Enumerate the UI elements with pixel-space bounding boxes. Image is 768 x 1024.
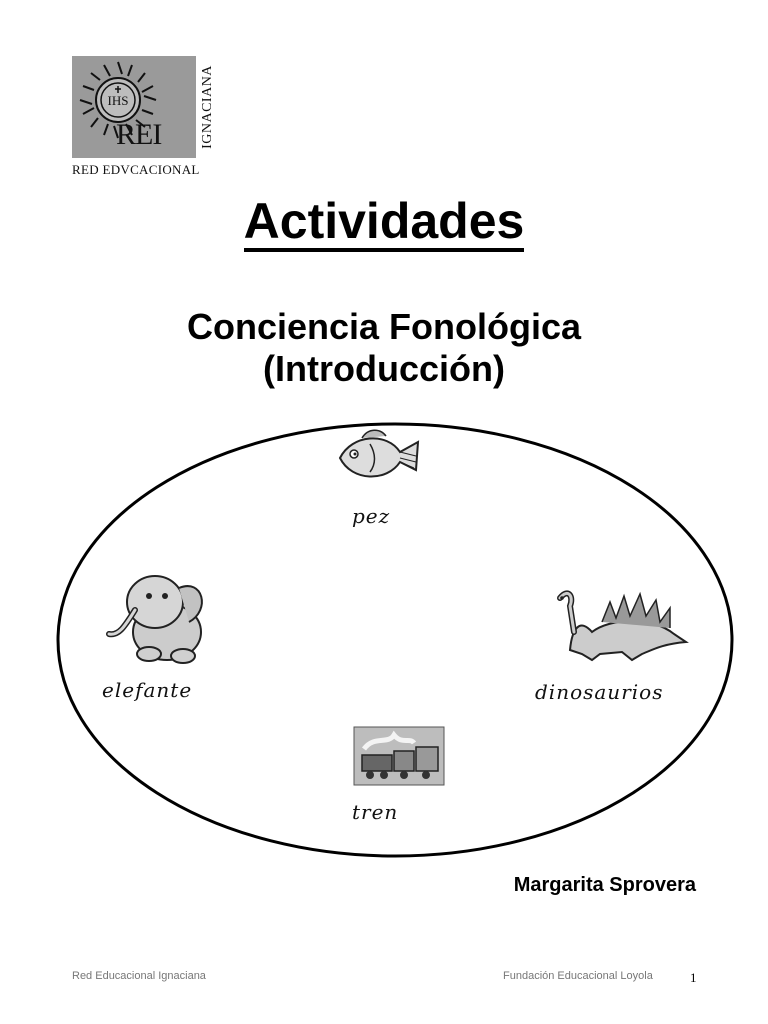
fish-illustration [338, 429, 420, 478]
footer-left: Red Educacional Ignaciana [72, 970, 206, 982]
footer-right: Fundación Educacional Loyola [503, 970, 653, 982]
sun-emblem-icon: IHS [79, 61, 157, 139]
author-name: Margarita Sprovera [513, 874, 696, 896]
word-tren: tren [352, 800, 399, 824]
page-title: Actividades [0, 196, 768, 252]
page-subtitle: Conciencia Fonológica (Introducción) [0, 306, 768, 390]
rei-logo: IHS REI IGNACIANA RED EDVCACIONAL [72, 56, 218, 178]
page-number: 1 [690, 970, 697, 985]
word-elefante: elefante [102, 678, 193, 702]
subtitle-line-2: (Introducción) [263, 348, 505, 389]
word-dinosaurios: dinosaurios [535, 680, 664, 704]
logo-acronym: REI [116, 118, 162, 151]
logo-bottom-text: RED EDVCACIONAL [72, 162, 200, 177]
svg-text:IHS: IHS [108, 93, 129, 108]
subtitle-line-1: Conciencia Fonológica [186, 306, 582, 347]
logo-box: IHS REI [72, 56, 196, 158]
dinosaur-illustration [557, 590, 689, 662]
elephant-illustration [106, 575, 203, 664]
train-illustration [353, 726, 445, 786]
word-pez: pez [352, 504, 391, 528]
